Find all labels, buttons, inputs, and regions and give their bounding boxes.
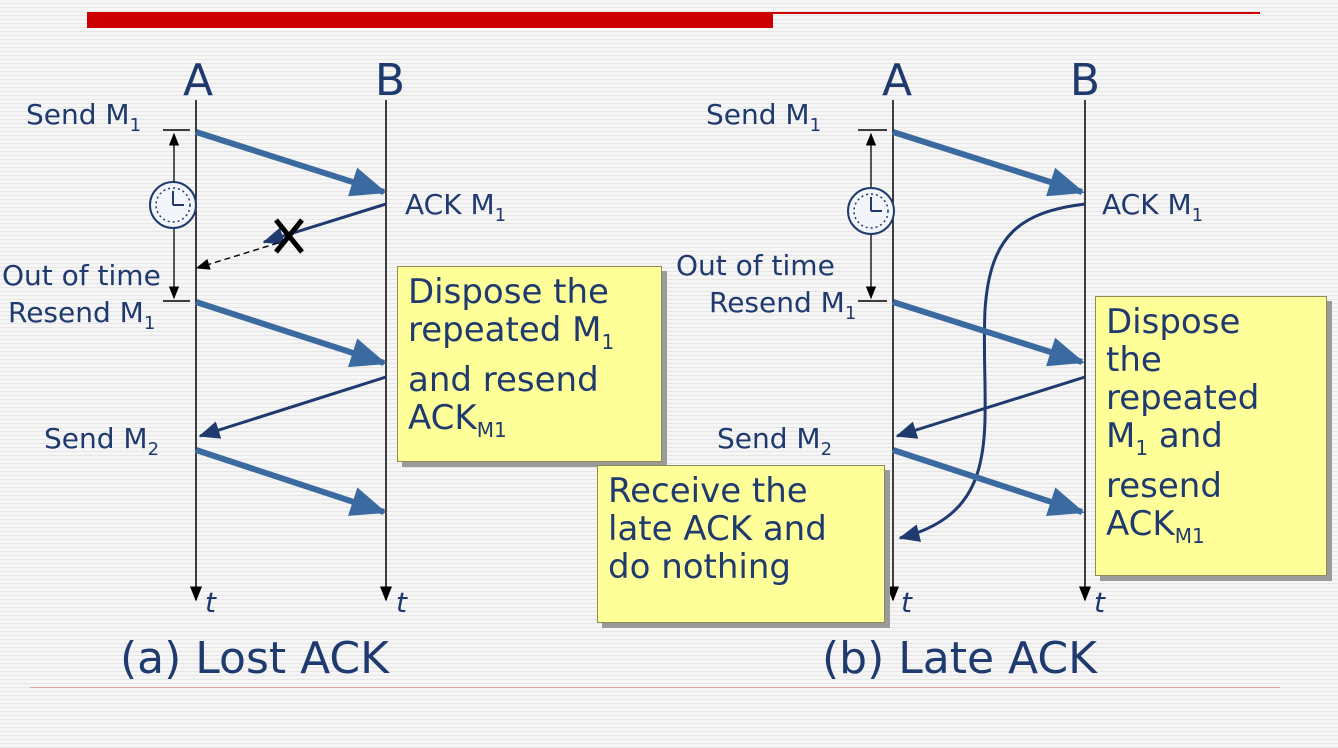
time-label-a: t	[205, 586, 217, 619]
note-line: ACKM1	[408, 397, 507, 442]
note-line: resend	[1106, 465, 1222, 506]
label-resend-m1: Resend M1	[8, 296, 155, 334]
label-resend-m1: Resend M1	[709, 286, 856, 324]
label-ack-m1: ACK M1	[405, 188, 506, 226]
note-line: Receive the	[608, 471, 808, 511]
caption-late-ack: (b) Late ACK	[822, 633, 1098, 684]
note-line: Dispose the	[408, 272, 609, 312]
node-a-label: A	[882, 55, 912, 106]
note-dispose-resend: Dispose the repeated M1 and resend ACKM1	[1095, 296, 1327, 576]
note-line: Dispose	[1106, 302, 1241, 342]
clock-icon	[149, 181, 197, 229]
cross-icon	[274, 218, 304, 254]
arrow-send-m2	[892, 447, 1085, 516]
clock-icon	[847, 187, 895, 235]
note-dispose-resend: Dispose the repeated M1 and resend ACKM1	[397, 266, 662, 462]
time-label-a: t	[901, 586, 913, 619]
arrow-send-m2	[195, 447, 387, 516]
arrow-send-m1	[195, 129, 387, 197]
node-a-label: A	[183, 55, 213, 106]
title-bar-accent	[87, 12, 773, 28]
note-line: M1 and	[1106, 416, 1223, 460]
note-line: the	[1106, 340, 1162, 380]
note-line: do nothing	[608, 547, 791, 587]
arrow-resend-m1	[195, 299, 387, 368]
label-out-of-time: Out of time	[676, 249, 835, 282]
node-b-label: B	[1070, 55, 1100, 106]
time-label-b: t	[396, 586, 408, 619]
note-line: repeated M1	[408, 310, 615, 354]
arrow-send-m1	[892, 129, 1085, 197]
arrow-resend-ack	[198, 375, 387, 439]
label-out-of-time: Out of time	[2, 259, 161, 292]
label-send-m1: Send M1	[706, 98, 821, 136]
label-send-m2: Send M2	[717, 422, 832, 460]
title-bar-line	[773, 12, 1260, 14]
note-line: ACKM1	[1106, 503, 1205, 548]
arrow-ack-m1-lost	[262, 202, 387, 245]
footer-line	[30, 687, 1280, 688]
note-line: and resend	[408, 359, 599, 400]
note-receive-late-ack: Receive the late ACK and do nothing	[597, 465, 885, 623]
arrow-timeout	[195, 242, 279, 270]
label-send-m1: Send M1	[26, 98, 141, 136]
node-b-label: B	[375, 55, 405, 106]
caption-lost-ack: (a) Lost ACK	[120, 633, 390, 684]
arrow-late-ack	[898, 202, 1086, 542]
arrow-resend-ack	[895, 375, 1086, 439]
time-label-b: t	[1094, 586, 1106, 619]
arrow-resend-m1	[892, 299, 1085, 367]
label-send-m2: Send M2	[44, 422, 159, 460]
note-line: late ACK and	[608, 509, 827, 549]
label-ack-m1: ACK M1	[1102, 188, 1203, 226]
note-line: repeated	[1106, 378, 1260, 418]
